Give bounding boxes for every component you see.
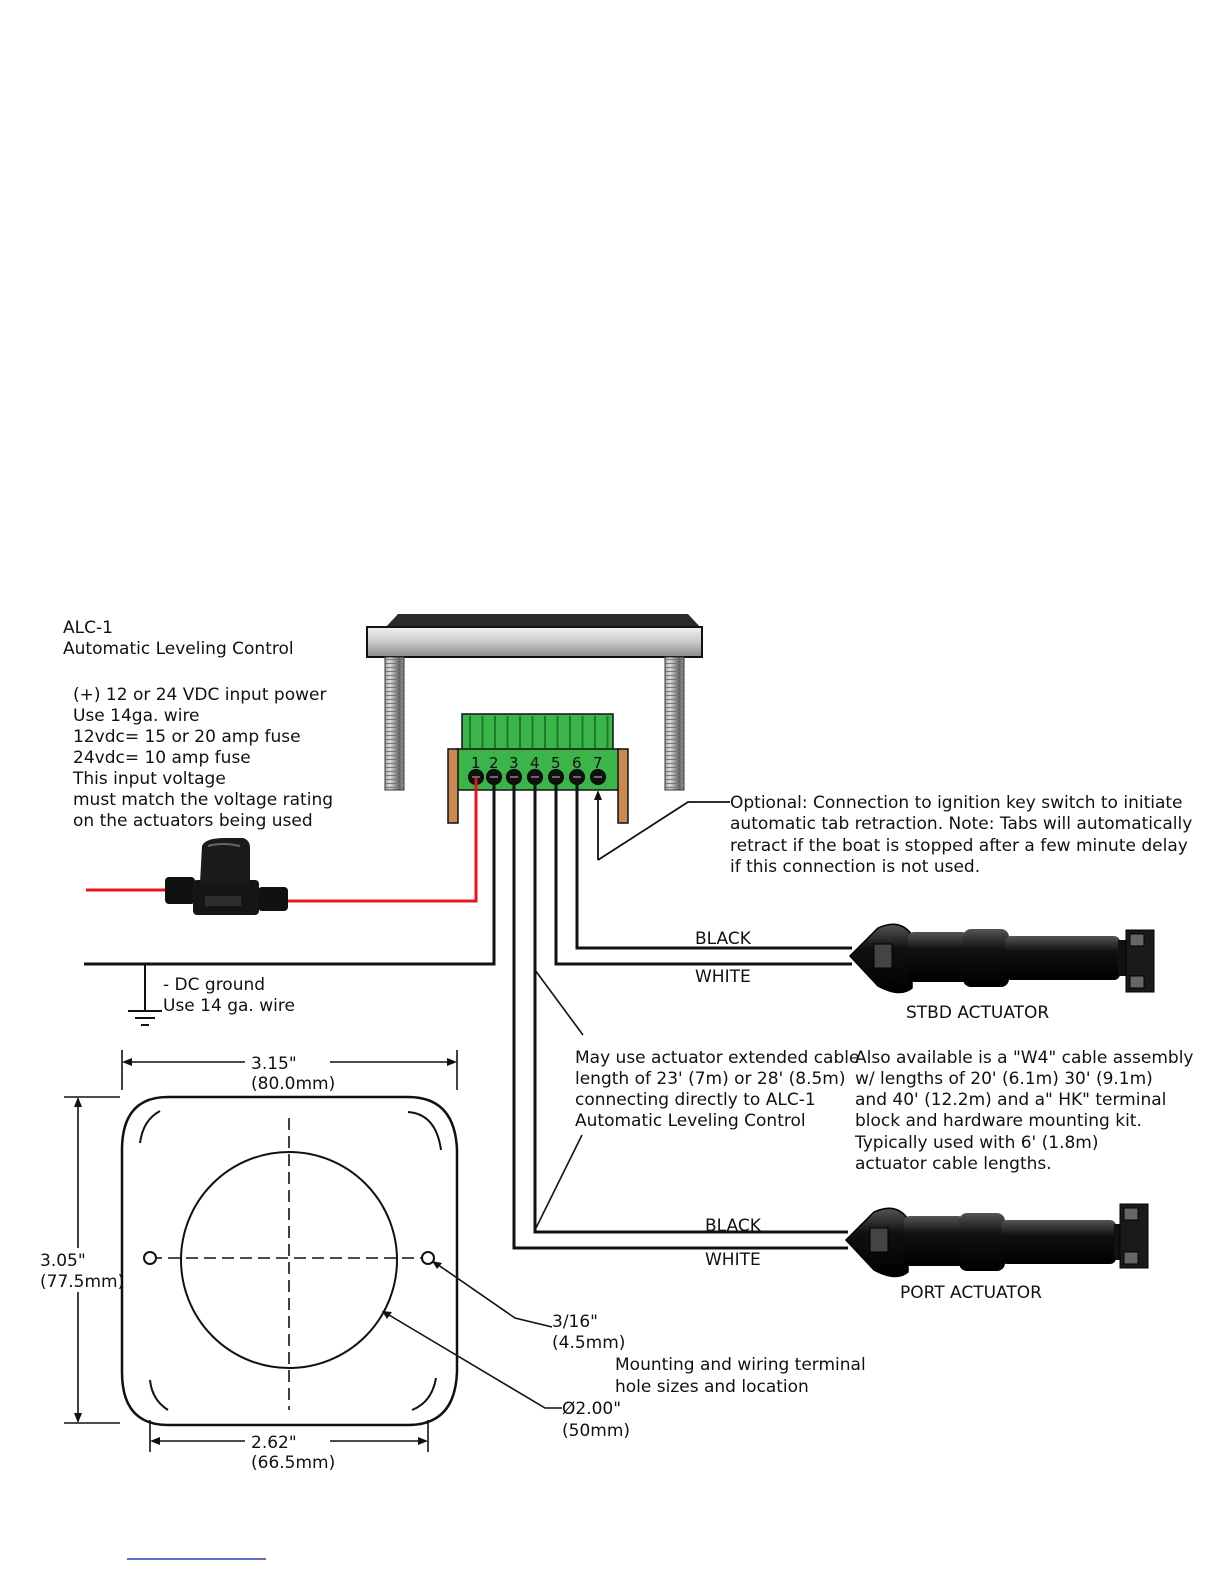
fuse-holder-end-left [165,877,195,904]
mounting-hole-right [421,1251,435,1265]
port-actuator-label: PORT ACTUATOR [900,1283,1042,1303]
title-model: ALC-1 [63,618,113,638]
width-inches: 3.15" [251,1054,297,1074]
w4-note-line: Typically used with 6' (1.8m) [854,1133,1099,1153]
w4-note-line: actuator cable lengths. [855,1154,1052,1174]
mounting-note-line: Mounting and wiring terminal [615,1355,866,1375]
port-cable [512,778,848,1250]
bezel-top [385,614,701,628]
stbd-actuator-label: STBD ACTUATOR [906,1003,1049,1023]
power-note-line: 24vdc= 10 amp fuse [73,748,251,768]
power-wire [86,778,478,903]
height-inches: 3.05" [40,1251,86,1271]
terminal-number: 7 [593,754,603,772]
w4-note-line: block and hardware mounting kit. [855,1111,1142,1131]
cable-note: May use actuator extended cable length o… [575,1048,859,1131]
hole-spacing-mm: (66.5mm) [251,1453,335,1473]
port-actuator [844,1203,1149,1278]
terminal-number: 6 [572,754,582,772]
terminal-post-left [447,748,459,824]
height-mm: (77.5mm) [40,1272,124,1292]
power-note-line: This input voltage [72,769,226,789]
terminal-number: 5 [551,754,561,772]
width-mm: (80.0mm) [251,1074,335,1094]
w4-note-line: w/ lengths of 20' (6.1m) 30' (9.1m) [855,1069,1153,1089]
hole-diameter-mm: (4.5mm) [552,1333,625,1353]
power-note-line: 12vdc= 15 or 20 amp fuse [73,727,301,747]
mounting-hole-left [143,1251,157,1265]
terminal-post-right [617,748,629,824]
terminal-block-top [461,713,614,751]
hole-diameter-inches: 3/16" [552,1312,598,1332]
optional-note-line: automatic tab retraction. Note: Tabs wil… [730,814,1192,834]
w4-note-line: Also available is a "W4" cable assembly [855,1048,1194,1068]
optional-note: Optional: Connection to ignition key swi… [730,793,1192,877]
hole-diameter-leader [432,1261,553,1328]
terminal-number: 4 [530,754,540,772]
inline-fuse-holder [165,838,288,915]
width-dimension [121,1050,458,1090]
mounting-stud-left [384,656,405,791]
power-note: (+) 12 or 24 VDC input power Use 14ga. w… [72,685,333,831]
cable-note-line: Automatic Leveling Control [575,1111,806,1131]
w4-note-line: and 40' (12.2m) and a" HK" terminal [855,1090,1166,1110]
stbd-actuator [848,923,1155,994]
ground-icon [128,1010,162,1026]
port-black-label: BLACK [705,1216,762,1236]
faceplate-outline [120,1095,459,1427]
cutout-circle [180,1151,398,1369]
hole-spacing-dimension [149,1420,429,1452]
ground-note-line: Use 14 ga. wire [163,996,295,1016]
power-note-line: must match the voltage rating [73,790,333,810]
power-note-line: Use 14ga. wire [73,706,200,726]
cable-note-line: length of 23' (7m) or 28' (8.5m) [575,1069,846,1089]
stbd-cable [554,778,852,966]
cutout-diameter-mm: (50mm) [562,1421,630,1441]
mounting-template [120,1095,459,1427]
cable-note-line: May use actuator extended cable [575,1048,859,1068]
power-note-line: (+) 12 or 24 VDC input power [73,685,326,705]
optional-note-line: if this connection is not used. [730,857,980,877]
terminal-block-ribs [469,716,609,748]
fuse-holder-cap [200,838,250,883]
terminal-number: 2 [489,754,499,772]
terminal-number: 1 [471,754,481,772]
optional-note-line: retract if the boat is stopped after a f… [730,836,1188,856]
terminal-number: 3 [509,754,519,772]
cutout-diameter-inches: Ø2.00" [562,1399,621,1419]
stbd-black-label: BLACK [695,929,752,949]
mounting-stud-right [664,656,685,791]
stbd-white-label: WHITE [695,967,751,987]
fuse-holder-end-right [258,887,288,911]
bezel [366,626,703,658]
w4-note: Also available is a "W4" cable assembly … [854,1048,1194,1174]
hole-spacing-inches: 2.62" [251,1433,297,1453]
ground-wire [84,778,496,1011]
ignition-leader [594,790,730,861]
height-dimension [64,1096,120,1424]
optional-note-line: Optional: Connection to ignition key swi… [730,793,1183,813]
mounting-note-line: hole sizes and location [615,1377,809,1397]
power-note-line: on the actuators being used [73,811,313,831]
port-white-label: WHITE [705,1250,761,1270]
ground-note-line: - DC ground [163,975,265,995]
cable-note-leaders [534,969,584,1231]
cable-note-line: connecting directly to ALC-1 [575,1090,816,1110]
cutout-diameter-leader [382,1311,562,1409]
title-description: Automatic Leveling Control [63,639,294,659]
